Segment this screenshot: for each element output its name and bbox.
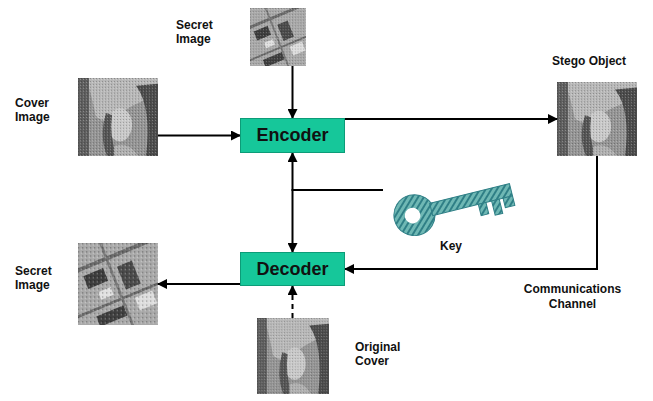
channel-label: Communications Channel	[500, 282, 645, 312]
image-label: Secret Image	[15, 264, 75, 292]
arrow-connector	[293, 190, 384, 252]
box-label: Decoder	[256, 259, 328, 280]
image-label: Secret Image	[176, 18, 238, 46]
image-label: Original Cover	[355, 340, 415, 368]
image-label: Key	[421, 239, 481, 253]
box-label: Encoder	[256, 125, 328, 146]
arrow-connector	[292, 66, 294, 118]
arrow-connector	[158, 135, 240, 137]
key: Key	[383, 163, 520, 236]
decoder-box: Decoder	[240, 252, 345, 286]
secret-image-picture	[231, 0, 325, 83]
arrow-connector	[345, 118, 557, 120]
arrow-connector	[292, 286, 294, 318]
encoder-box: Encoder	[240, 118, 345, 153]
arrow-connector	[158, 283, 240, 285]
stego-object: Stego Object	[557, 82, 637, 156]
original-cover: Original Cover	[257, 318, 329, 394]
original-cover-picture	[257, 318, 329, 394]
key-picture	[390, 171, 517, 240]
image-label: Cover Image	[15, 96, 75, 124]
arrow-connector	[293, 153, 384, 190]
cover-image: Cover Image	[78, 78, 158, 156]
image-label: Stego Object	[530, 54, 648, 68]
arrow-connector	[345, 156, 597, 269]
secret-image: Secret Image	[78, 243, 158, 325]
stego-object-picture	[557, 82, 637, 156]
cover-image-picture	[78, 78, 158, 156]
secret-image: Secret Image	[250, 8, 306, 66]
